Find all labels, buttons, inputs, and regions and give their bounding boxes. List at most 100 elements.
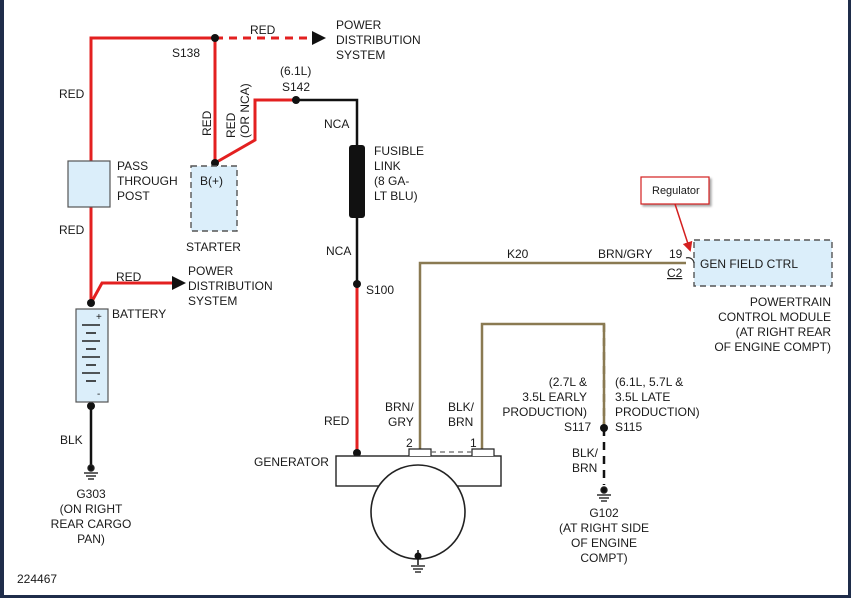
label-power-dist-2-l2: DISTRIBUTION (188, 279, 273, 293)
label-6-1l: (6.1L) (280, 64, 311, 78)
red-or-nca-wire (214, 98, 296, 165)
label-g102-l1: G102 (589, 506, 619, 520)
label-pass-l1: PASS (117, 159, 148, 173)
label-power-dist-1-l3: SYSTEM (336, 48, 385, 62)
arrow-to-power-distribution-top (312, 31, 326, 45)
label-s142: S142 (282, 80, 310, 94)
label-s100: S100 (366, 283, 394, 297)
label-regulator: Regulator (652, 185, 700, 197)
splice-battery-bottom (87, 402, 95, 410)
generator-terminal-1 (471, 448, 495, 456)
ground-g102-icon (597, 486, 611, 502)
fusible-link (349, 145, 365, 218)
label-k20: K20 (507, 247, 529, 261)
label-fusible-l3: (8 GA- (374, 174, 409, 188)
label-s115: S115 (615, 420, 642, 434)
label-pcm-l3: (AT RIGHT REAR (736, 325, 832, 339)
regulator-callout-box (640, 176, 710, 205)
label-g102-l2: (AT RIGHT SIDE (559, 521, 649, 535)
label-g102-l3: OF ENGINE (571, 536, 637, 550)
label-pcm-l4: OF ENGINE COMPT) (714, 340, 831, 354)
label-c2: C2 (667, 266, 683, 280)
starter-component (190, 165, 238, 232)
label-early-l2: 3.5L EARLY (522, 390, 587, 404)
splice-battery-top (87, 299, 95, 307)
label-red-left-1: RED (59, 87, 85, 101)
label-battery: BATTERY (112, 307, 166, 321)
label-red-vertical: RED (200, 110, 214, 136)
label-nca-2: NCA (326, 244, 351, 258)
splice-starter-bplus (211, 159, 219, 167)
label-g303-l3: REAR CARGO (51, 517, 132, 531)
red-wire-battery-to-pds (89, 281, 172, 304)
splice-s100 (353, 280, 361, 288)
figure-id: 224467 (17, 572, 57, 586)
label-pin-2: 2 (406, 436, 413, 450)
label-blk-brn-g-l2: BRN (572, 461, 597, 475)
label-pass-l3: POST (117, 189, 150, 203)
label-power-dist-2-l3: SYSTEM (188, 294, 237, 308)
label-battery-plus: + (96, 312, 102, 323)
blk-brn-wire-generator (480, 322, 606, 452)
label-red-top: RED (250, 23, 276, 37)
red-wire-main-left (89, 36, 215, 303)
label-s138: S138 (172, 46, 200, 60)
label-power-dist-1-l1: POWER (336, 18, 382, 32)
label-g102-l4: COMPT) (580, 551, 627, 565)
brn-gry-wire-k20 (418, 261, 686, 452)
label-early-l1: (2.7L & (549, 375, 587, 389)
battery-body (75, 308, 109, 403)
label-red-generator: RED (324, 414, 350, 428)
label-brn-gry-top: BRN/GRY (598, 247, 652, 261)
pcm-connector-c2 (685, 257, 695, 264)
label-late-l1: (6.1L, 5.7L & (615, 375, 683, 389)
label-power-dist-2-l1: POWER (188, 264, 234, 278)
splice-s117-s115 (600, 424, 608, 432)
label-g303-l2: (ON RIGHT (60, 502, 123, 516)
label-early-l3: PRODUCTION) (502, 405, 587, 419)
regulator-callout-arrow (674, 203, 693, 252)
label-blk: BLK (60, 433, 83, 447)
label-brn-gry-l1: BRN/ (385, 400, 414, 414)
label-red-or-nca-1: RED (224, 112, 238, 138)
label-blk-brn-g-l1: BLK/ (572, 446, 599, 460)
arrow-to-power-distribution-battery (172, 276, 186, 290)
label-blk-brn-l2: BRN (448, 415, 473, 429)
label-pcm-l1: POWERTRAIN (750, 295, 831, 309)
label-brn-gry-l2: GRY (388, 415, 414, 429)
label-nca-1: NCA (324, 117, 349, 131)
label-g303-l1: G303 (76, 487, 106, 501)
label-gen-field-ctrl: GEN FIELD CTRL (700, 257, 798, 271)
label-red-battery: RED (116, 270, 142, 284)
label-fusible-l2: LINK (374, 159, 401, 173)
generator-terminal-2 (408, 448, 432, 456)
splice-s138 (211, 34, 219, 42)
label-generator: GENERATOR (254, 455, 329, 469)
label-pin-1: 1 (470, 436, 477, 450)
label-fusible-l4: LT BLU) (374, 189, 418, 203)
label-late-l2: 3.5L LATE (615, 390, 670, 404)
label-b-plus: B(+) (200, 174, 223, 188)
label-battery-minus: - (97, 389, 100, 400)
splice-generator-red (353, 449, 361, 457)
splice-s142 (292, 96, 300, 104)
label-starter: STARTER (186, 240, 241, 254)
label-pcm-l2: CONTROL MODULE (718, 310, 831, 324)
label-g303-l4: PAN) (77, 532, 105, 546)
generator-ground-dot (414, 552, 422, 560)
nca-wire-top (296, 98, 359, 145)
label-pass-l2: THROUGH (117, 174, 178, 188)
label-red-or-nca-2: (OR NCA) (238, 83, 252, 138)
label-pin-19: 19 (669, 247, 683, 261)
label-fusible-l1: FUSIBLE (374, 144, 424, 158)
battery-cells (82, 324, 100, 382)
label-late-l3: PRODUCTION) (615, 405, 700, 419)
label-blk-brn-l1: BLK/ (448, 400, 475, 414)
ground-generator-icon (411, 565, 425, 573)
ground-g303-icon (84, 464, 98, 480)
label-s117: S117 (564, 420, 591, 434)
generator-rotor (370, 464, 466, 560)
label-red-left-2: RED (59, 223, 85, 237)
label-power-dist-1-l2: DISTRIBUTION (336, 33, 421, 47)
